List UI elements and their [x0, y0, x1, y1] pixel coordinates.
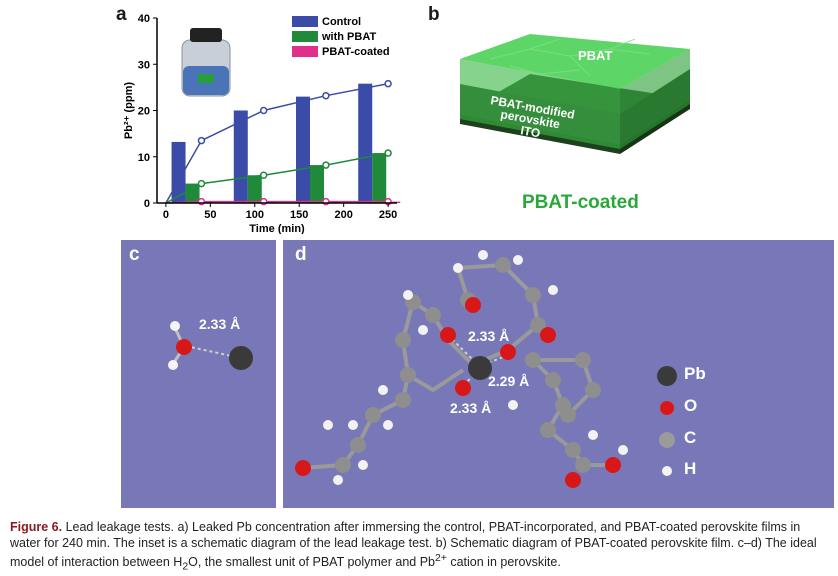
x-tick-label: 200: [334, 209, 352, 221]
o-atom: [176, 339, 192, 355]
legend-o-label: O: [684, 396, 698, 415]
point-control: [259, 106, 268, 115]
bar-with-pbat: [185, 183, 200, 203]
caption-sub: 2: [182, 561, 189, 573]
panel-label-c: c: [129, 244, 140, 265]
legend-swatch: [292, 16, 318, 27]
legend-c-label: C: [684, 428, 697, 447]
bar-control: [296, 96, 310, 203]
legend-h-label: H: [684, 459, 697, 478]
h-atom: [168, 360, 178, 370]
inset-bottle-cap: [190, 28, 222, 42]
layer-label-ito: ITO: [519, 123, 541, 140]
caption-text-2: O, the smallest unit of PBAT polymer and…: [188, 555, 435, 570]
y-tick-label: 20: [138, 106, 150, 118]
bar-with-pbat: [310, 165, 324, 203]
x-tick-label: 100: [246, 209, 264, 221]
h-atom: [170, 321, 180, 331]
y-axis-label: Pb²⁺ (ppm): [123, 82, 135, 139]
legend-o-icon: [660, 401, 674, 415]
panel-label-d: d: [295, 244, 307, 265]
x-tick-label: 0: [163, 209, 169, 221]
bar-with-pbat: [247, 175, 262, 203]
y-tick-label: 10: [138, 152, 150, 164]
pbat-coating-front: [460, 59, 620, 149]
legend-swatch: [292, 31, 318, 42]
layer-label-pbat: PBAT: [578, 48, 612, 63]
legend-label: Control: [322, 16, 361, 28]
caption-text-3: cation in perovskite.: [446, 555, 561, 570]
point-control: [384, 79, 392, 88]
distance-label-2: 2.29 Å: [488, 373, 530, 389]
figure-label: Figure 6.: [10, 520, 63, 534]
pbat-coated-label: PBAT-coated: [522, 192, 639, 213]
point-with-pbat: [384, 149, 392, 157]
inset-film: [198, 74, 214, 83]
y-tick-label: 40: [138, 13, 150, 25]
bar-control: [233, 110, 248, 203]
distance-label-1: 2.33 Å: [468, 328, 510, 344]
point-control: [197, 136, 206, 145]
caption-sup: 2+: [435, 553, 447, 564]
legend-h-icon: [662, 466, 672, 476]
distance-label-3: 2.33 Å: [450, 400, 492, 416]
legend-swatch: [292, 46, 318, 57]
bar-control: [358, 83, 373, 203]
panel-c-model: c 2.33 Å: [121, 240, 276, 508]
caption-text-1: Lead leakage tests. a) Leaked Pb concent…: [10, 520, 817, 570]
panel-label-a: a: [116, 4, 127, 25]
x-axis-label: Time (min): [249, 223, 305, 234]
molecule-drawing: [295, 250, 677, 488]
point-with-pbat: [197, 179, 206, 188]
legend-label: with PBAT: [321, 31, 376, 43]
point-with-pbat: [322, 161, 330, 169]
x-tick-label: 250: [379, 209, 397, 221]
bar-with-pbat: [372, 153, 387, 203]
pbat-coated-schematic: PBAT PBAT-modified perovskite ITO: [420, 4, 720, 229]
pb-atom: [229, 346, 253, 370]
panel-label-b: b: [428, 4, 440, 25]
legend-pb-label: Pb: [684, 364, 706, 383]
figure-caption: Figure 6. Lead leakage tests. a) Leaked …: [10, 519, 832, 576]
distance-label: 2.33 Å: [199, 316, 241, 332]
legend-label: PBAT-coated: [322, 46, 390, 58]
y-tick-label: 0: [144, 198, 150, 210]
legend-c-icon: [659, 432, 675, 448]
x-tick-label: 150: [290, 209, 308, 221]
pb-atom: [468, 356, 492, 380]
legend-pb-icon: [657, 366, 677, 386]
x-tick-label: 50: [204, 209, 216, 221]
point-control: [322, 91, 330, 100]
point-with-pbat: [259, 171, 268, 179]
panel-d-model: d: [283, 240, 834, 508]
y-tick-label: 30: [138, 59, 150, 71]
